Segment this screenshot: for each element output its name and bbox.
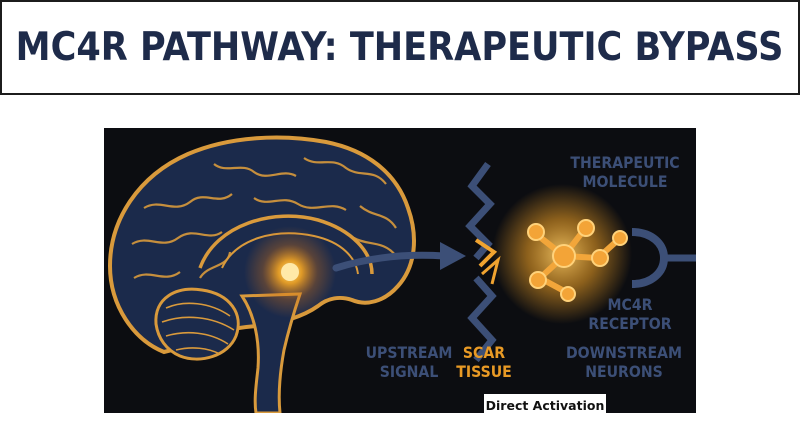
therapeutic-molecule-label: THERAPEUTIC MOLECULE (564, 153, 685, 191)
scar-label-line1: SCAR (462, 343, 506, 362)
scar-label-line2: TISSUE (456, 362, 512, 381)
upstream-signal-label: UPSTREAM SIGNAL (361, 343, 458, 381)
scar-tissue-label: SCAR TISSUE (444, 343, 525, 381)
downstream-label-line2: NEURONS (585, 362, 663, 381)
title-bar: MC4R PATHWAY: THERAPEUTIC BYPASS (0, 0, 800, 95)
pathway-diagram (107, 135, 696, 413)
receptor-icon (631, 228, 696, 288)
receptor-label-line2: RECEPTOR (588, 314, 672, 333)
therapeutic-label-line1: THERAPEUTIC (570, 153, 680, 172)
therapeutic-label-line2: MOLECULE (582, 172, 668, 191)
downstream-neurons-label: DOWNSTREAM NEURONS (564, 343, 684, 381)
arrow-icon (332, 242, 466, 272)
receptor-label-line1: MC4R (607, 295, 653, 314)
direct-activation-caption: Direct Activation (484, 394, 606, 413)
mc4r-receptor-label: MC4R RECEPTOR (588, 295, 672, 333)
page-title: MC4R PATHWAY: THERAPEUTIC BYPASS (16, 25, 784, 70)
pathway-figure: UPSTREAM SIGNAL SCAR TISSUE DOWNSTREAM N… (104, 128, 696, 413)
upstream-label-line2: SIGNAL (379, 362, 439, 381)
downstream-label-line1: DOWNSTREAM (565, 343, 683, 362)
molecule-icon (492, 184, 632, 324)
upstream-label-line1: UPSTREAM (365, 343, 453, 362)
brain-icon (107, 135, 416, 413)
